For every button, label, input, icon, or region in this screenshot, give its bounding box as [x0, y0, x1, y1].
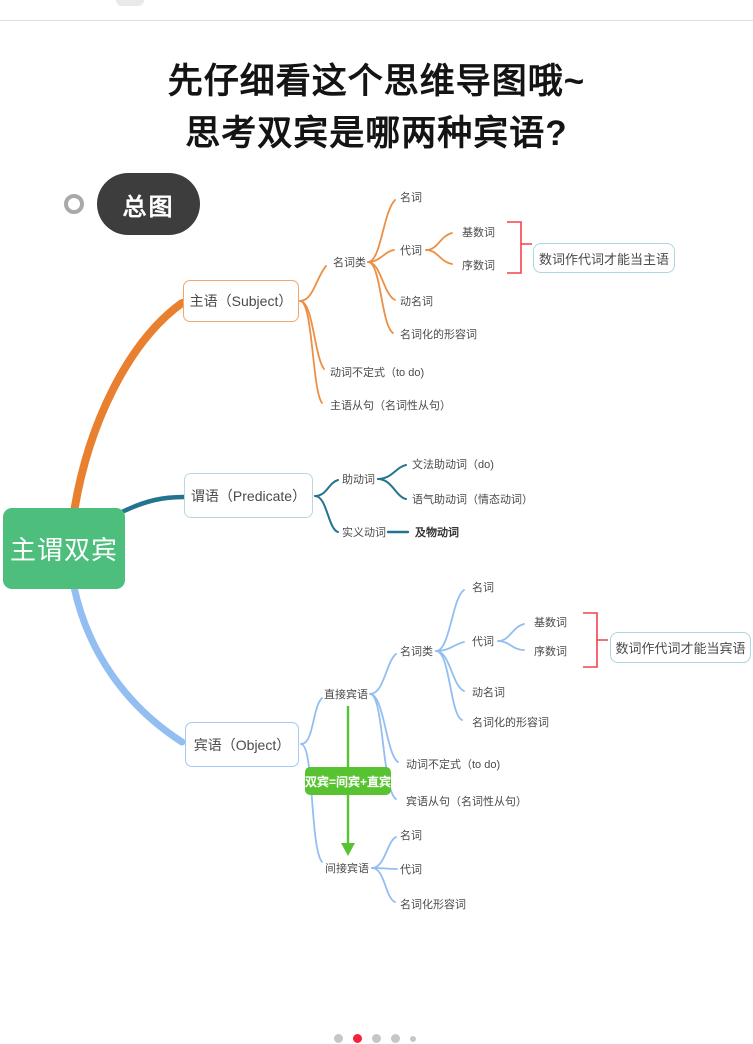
overview-badge-label: 总图	[122, 193, 175, 221]
subject-cardinal-numeral: 基数词	[462, 227, 495, 239]
object-note-bracket	[583, 612, 608, 668]
subject-noun: 名词	[400, 192, 422, 204]
bullet-circle	[64, 194, 84, 214]
double-object-formula-text: 双宾=间宾+直宾	[304, 774, 392, 789]
object-note-box: 数词作代词才能当宾语	[610, 632, 751, 663]
object-noun: 名词	[472, 582, 494, 594]
indirect-nominalized-adjective: 名词化形容词	[400, 899, 466, 911]
subject-infinitive: 动词不定式（to do)	[330, 367, 425, 379]
pagination	[334, 1034, 416, 1043]
object-pronoun: 代词	[472, 636, 494, 648]
predicate-node-label: 谓语（Predicate）	[190, 487, 307, 504]
pagination-dot[interactable]	[372, 1034, 381, 1043]
object-branch-lines	[300, 589, 525, 903]
overview-badge[interactable]: 总图	[97, 173, 200, 235]
object-node-label: 宾语（Object）	[193, 736, 291, 753]
subject-clause: 主语从句（名词性从句）	[330, 400, 451, 412]
predicate-notional-verb: 实义动词	[342, 527, 386, 539]
subject-note-text: 数词作代词才能当主语	[538, 251, 669, 267]
pagination-dot[interactable]	[410, 1035, 416, 1042]
indirect-noun: 名词	[400, 830, 422, 842]
subject-noun-class: 名词类	[333, 257, 366, 269]
subject-pronoun: 代词	[400, 245, 422, 257]
subject-gerund: 动名词	[400, 296, 433, 308]
object-nominalized-adjective: 名词化的形容词	[472, 717, 549, 729]
predicate-auxiliary-verb: 助动词	[342, 474, 375, 486]
object-indirect: 间接宾语	[325, 863, 369, 875]
subject-branch-lines	[299, 199, 453, 404]
predicate-node: 谓语（Predicate）	[184, 473, 313, 518]
page-title: 先仔细看这个思维导图哦~ 思考双宾是哪两种宾语?	[0, 56, 753, 160]
pagination-dot-active[interactable]	[353, 1034, 362, 1043]
subject-note-bracket	[507, 221, 532, 274]
red-brackets	[507, 221, 608, 668]
predicate-modal-auxiliary: 语气助动词（情态动词）	[412, 494, 533, 506]
subject-root-curve	[70, 299, 186, 516]
top-partial-element	[116, 0, 144, 6]
object-note-text: 数词作代词才能当宾语	[615, 641, 746, 656]
predicate-transitive-verb: 及物动词	[415, 527, 459, 539]
pagination-dot[interactable]	[334, 1034, 343, 1043]
object-infinitive: 动词不定式（to do)	[406, 759, 501, 771]
predicate-grammar-auxiliary: 文法助动词（do)	[412, 459, 494, 471]
double-object-formula-tag: 双宾=间宾+直宾	[305, 767, 391, 795]
object-clause: 宾语从句（名词性从句）	[406, 796, 527, 808]
title-line-1: 先仔细看这个思维导图哦~	[167, 62, 586, 101]
object-root-curve	[70, 583, 186, 746]
subject-nominalized-adjective: 名词化的形容词	[400, 329, 477, 341]
predicate-root-curve	[117, 494, 187, 516]
object-node: 宾语（Object）	[185, 722, 299, 767]
pagination-dot[interactable]	[391, 1034, 400, 1043]
object-noun-class: 名词类	[400, 646, 433, 658]
subject-node: 主语（Subject）	[183, 280, 299, 322]
header-divider	[0, 20, 753, 21]
subject-node-label: 主语（Subject）	[189, 293, 293, 309]
subject-note-box: 数词作代词才能当主语	[533, 243, 675, 273]
object-direct: 直接宾语	[324, 689, 368, 701]
object-cardinal-numeral: 基数词	[534, 617, 567, 629]
root-branch-curves	[70, 299, 187, 746]
predicate-branch-lines	[314, 464, 410, 534]
indirect-pronoun: 代词	[400, 864, 422, 876]
root-node-label: 主谓双宾	[9, 535, 118, 565]
title-line-2: 思考双宾是哪两种宾语?	[185, 114, 568, 153]
root-node: 主谓双宾	[3, 508, 125, 589]
subject-ordinal-numeral: 序数词	[462, 260, 495, 272]
object-gerund: 动名词	[472, 687, 505, 699]
object-ordinal-numeral: 序数词	[534, 646, 567, 658]
